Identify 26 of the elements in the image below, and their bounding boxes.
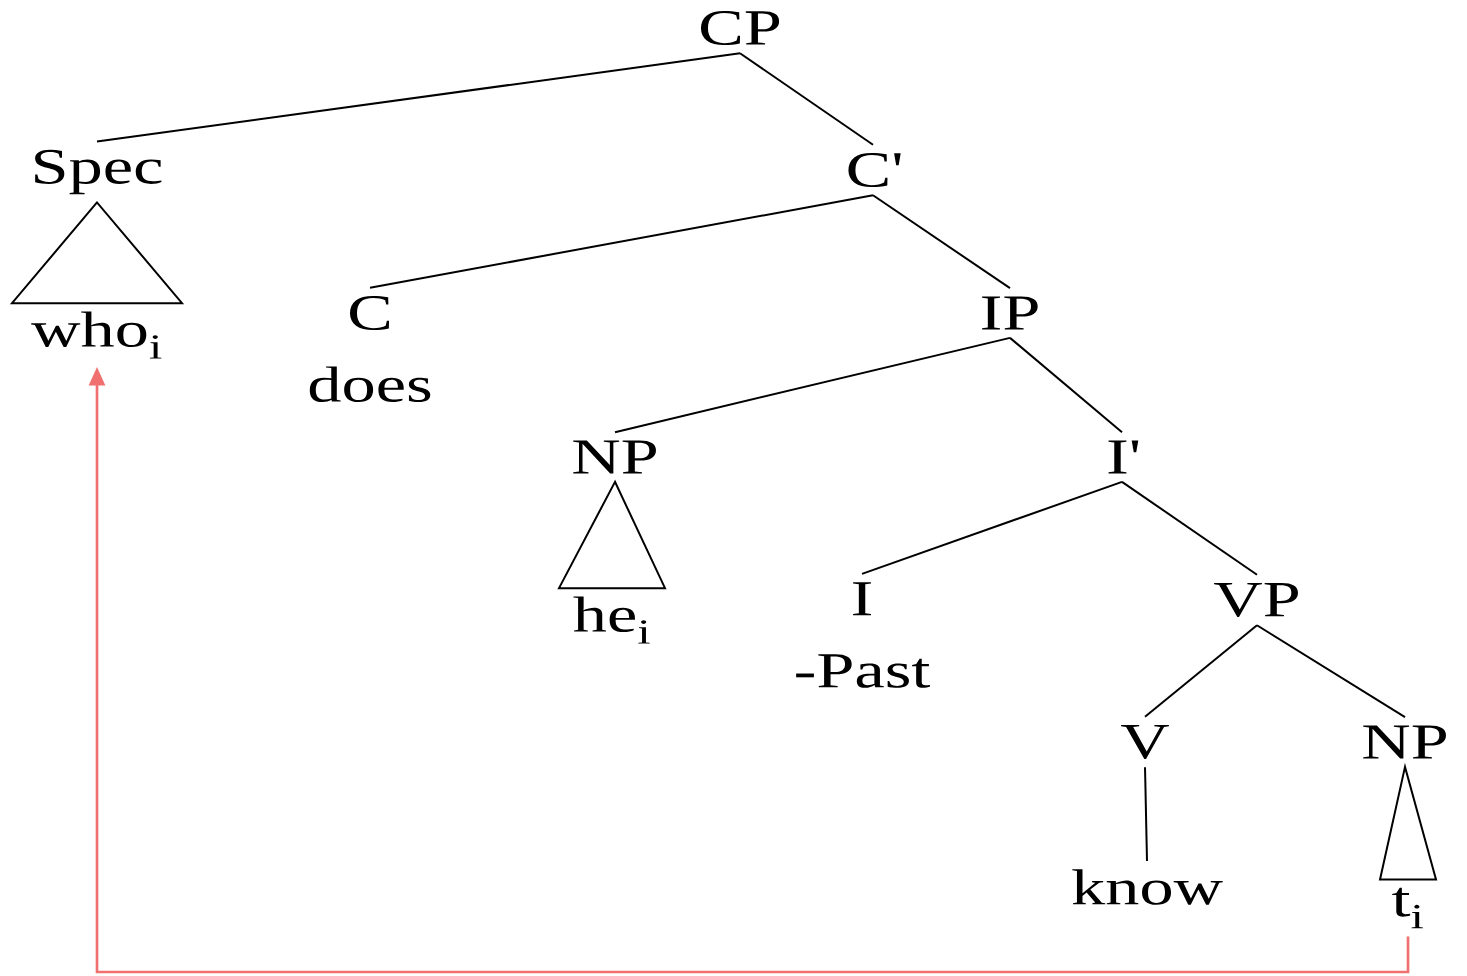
category-label: NP	[573, 440, 656, 474]
branch-line	[1144, 766, 1148, 862]
branch-line	[872, 194, 1011, 290]
category-label: Spec	[35, 149, 162, 195]
branch-line	[96, 52, 741, 143]
word-label: t$_{i}$	[1392, 887, 1423, 929]
category-label: NP	[1363, 725, 1446, 759]
category-label: I'	[1108, 440, 1139, 474]
word-label: he$_{i}$	[573, 596, 650, 644]
branch-line	[1121, 480, 1258, 576]
branch-line	[1144, 624, 1258, 718]
category-label: CP	[701, 11, 780, 46]
branch-line	[861, 480, 1123, 575]
category-label: IP	[982, 296, 1038, 330]
branch-line	[1009, 336, 1123, 434]
word-label: know	[1072, 869, 1223, 905]
category-word-label: C does	[309, 296, 431, 403]
branch-line	[1256, 624, 1406, 719]
category-label: V	[1121, 725, 1169, 759]
word-label: who$_{i}$	[31, 311, 162, 359]
category-label: C'	[848, 153, 901, 188]
branch-line	[369, 194, 874, 289]
category-label: VP	[1214, 583, 1298, 617]
branch-line	[739, 52, 874, 146]
category-word-label: I -Past	[796, 582, 930, 688]
branch-line	[614, 336, 1011, 434]
